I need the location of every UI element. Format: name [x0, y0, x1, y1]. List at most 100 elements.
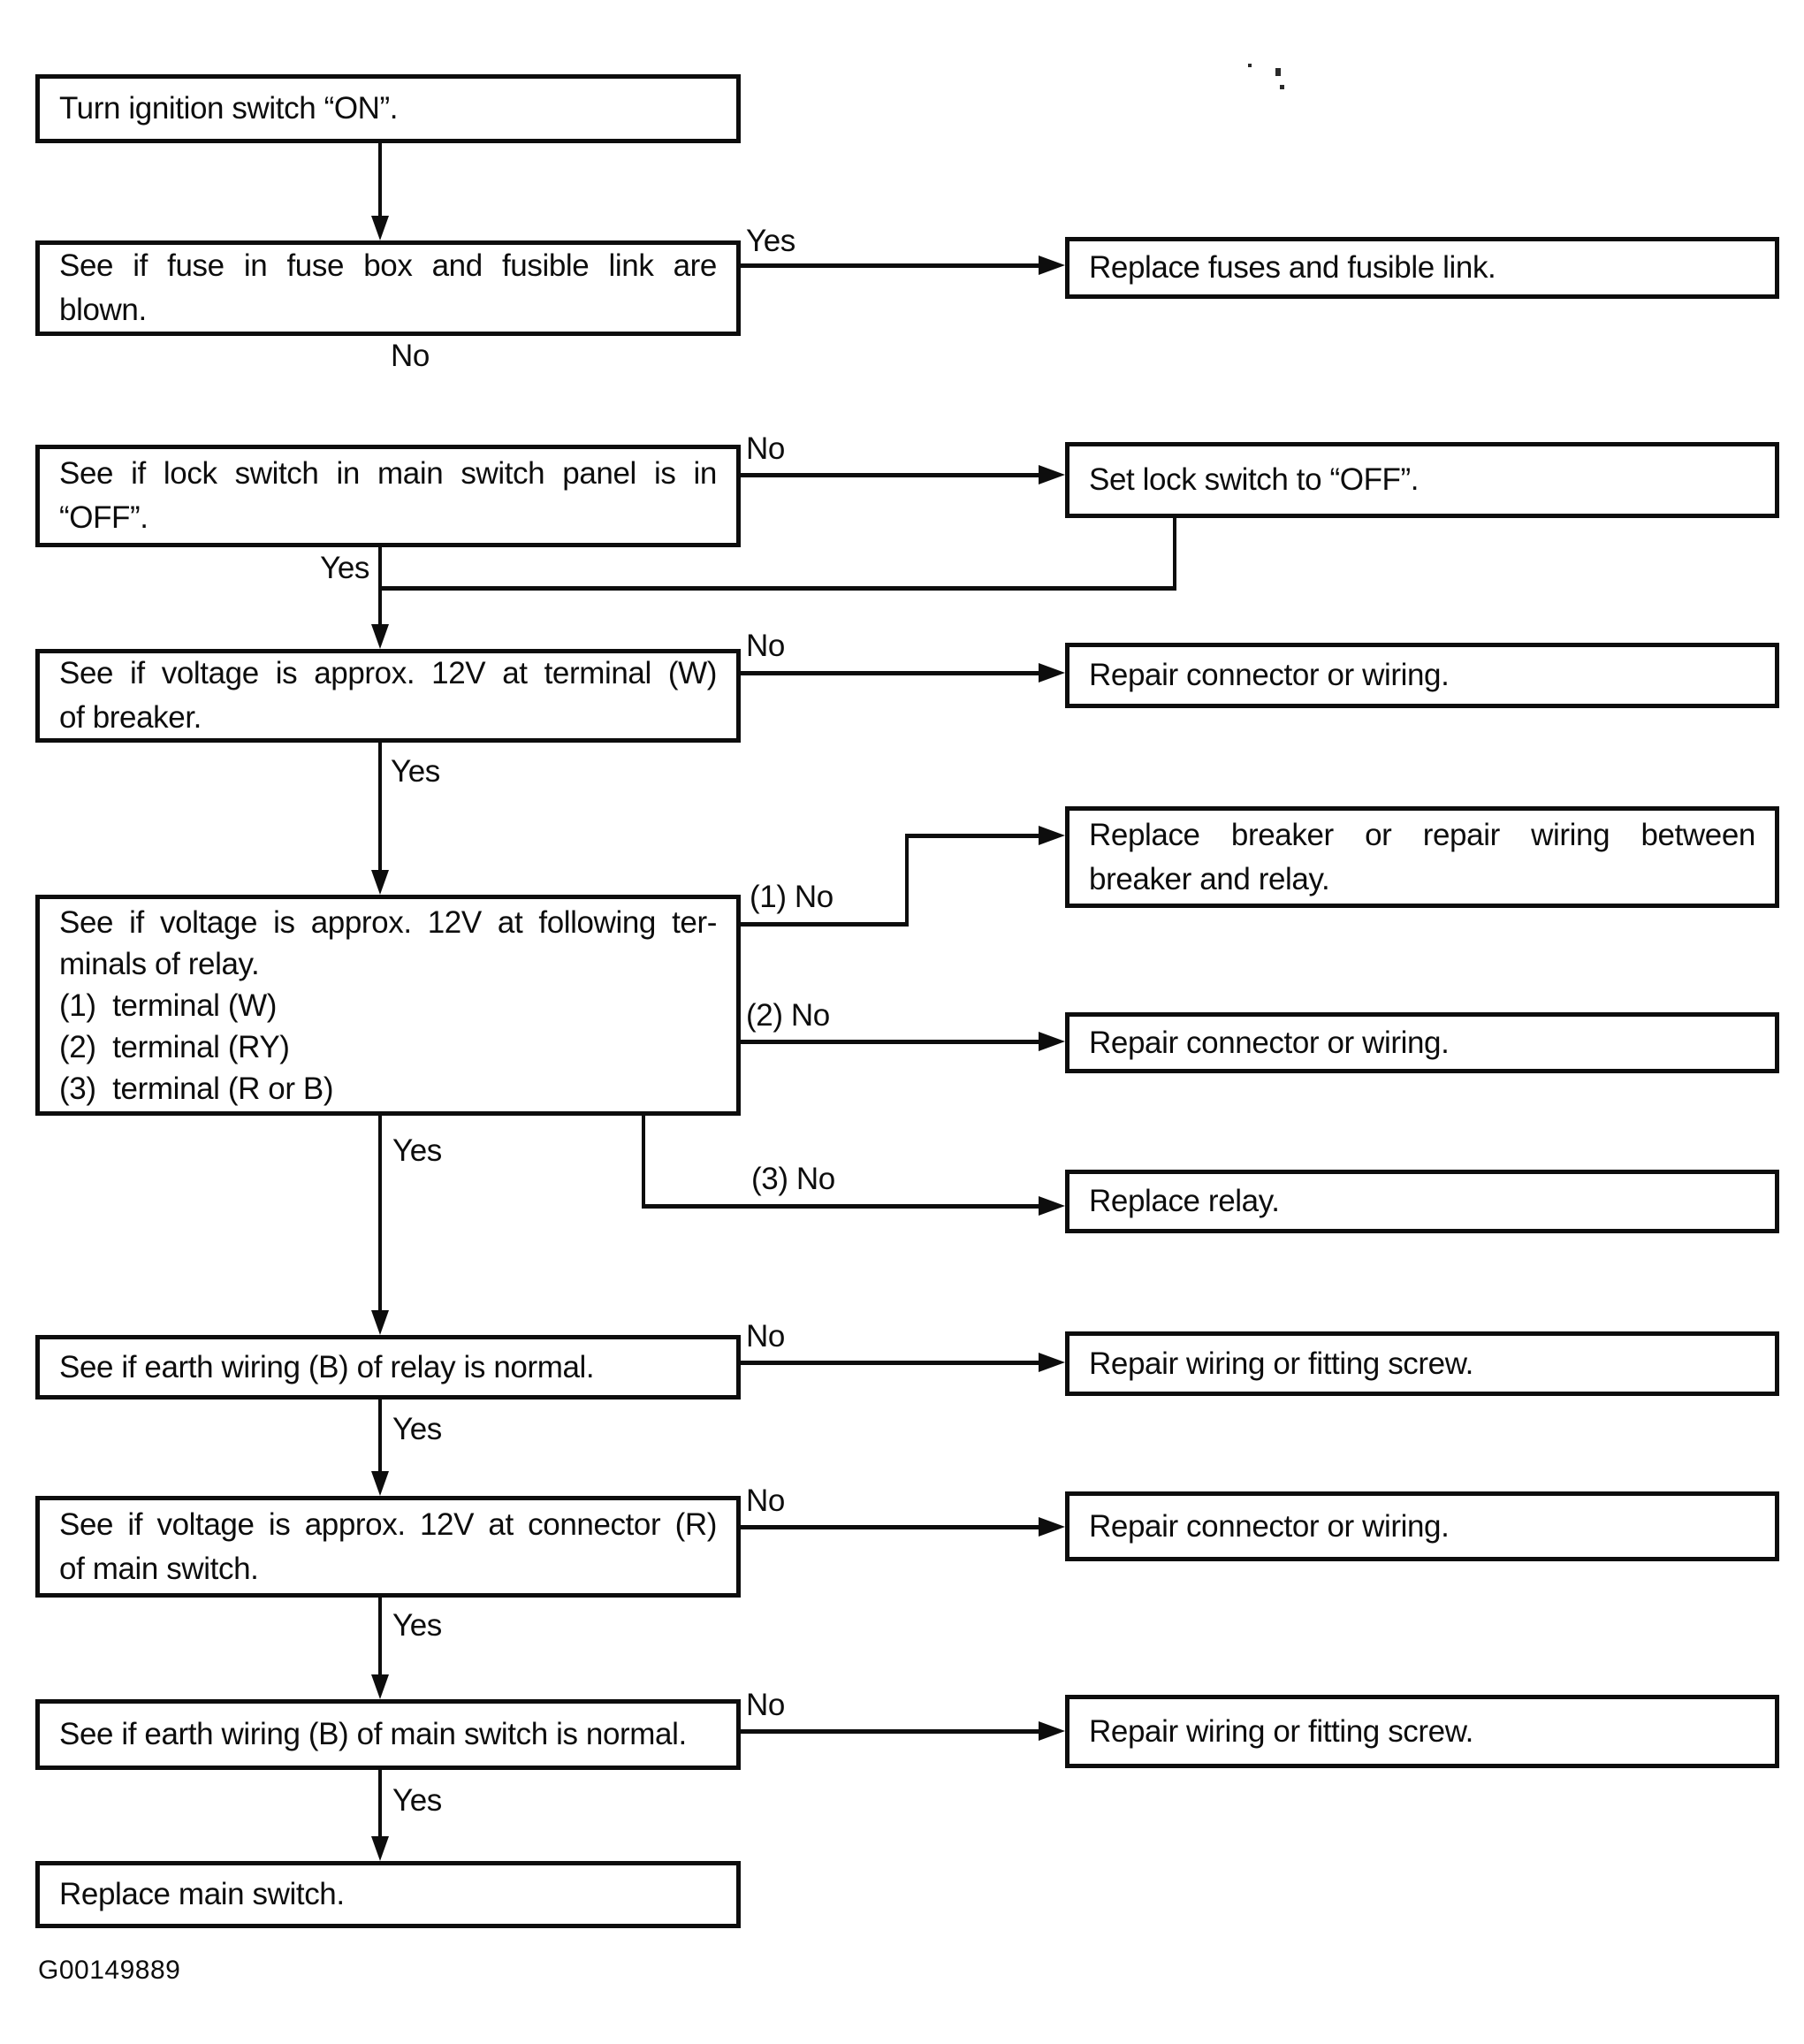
edge-lock-no-arrowhead	[1039, 465, 1065, 484]
edge-label-yes-earth-main: Yes	[392, 1783, 442, 1818]
flow-box-text: Repair connector or wiring.	[1089, 658, 1450, 692]
flow-box-repair-wiring-or-fitting-screw-1: Repair wiring or fitting screw.	[1065, 1331, 1779, 1396]
flow-box-text: (2) terminal (RY)	[59, 1029, 290, 1064]
flow-box-text: Turn ignition switch “ON”.	[59, 91, 399, 126]
edge-label-no-breaker: No	[746, 629, 785, 663]
flow-box-check-voltage-breaker-w: See if voltage is approx. 12V at termina…	[35, 649, 741, 743]
flow-box-text: See if voltage is approx. 12V at connect…	[59, 1506, 717, 1542]
edge-connector-main-no-arrowhead	[1039, 1517, 1065, 1537]
scan-artifact-dot	[1280, 85, 1284, 89]
edge-label-yes-relay-terminals: Yes	[392, 1133, 442, 1168]
connector-relay-terminals-yes-line	[378, 1116, 382, 1314]
edge-label-yes-fuse: Yes	[746, 224, 795, 258]
edge-label-yes-connector-main: Yes	[392, 1608, 442, 1643]
edge-breaker-no-arrowhead	[1039, 663, 1065, 683]
edge-label-yes-breaker: Yes	[391, 754, 440, 789]
flow-box-set-lock-switch-off: Set lock switch to “OFF”.	[1065, 442, 1779, 518]
flow-box-text: Repair wiring or fitting screw.	[1089, 1346, 1473, 1381]
flow-box-text: See if fuse in fuse box and fusible link…	[59, 248, 717, 283]
flow-box-replace-fuses-fusible-link: Replace fuses and fusible link.	[1065, 237, 1779, 299]
flow-box-text: Replace main switch.	[59, 1877, 345, 1911]
edge-terminal1-no-arrowhead	[1039, 826, 1065, 845]
flow-box-text: minals of relay.	[59, 946, 260, 981]
edge-earth-relay-no-arrowhead	[1039, 1353, 1065, 1372]
edge-label-no-lock: No	[746, 431, 785, 466]
edge-earth-main-no-line	[741, 1729, 1040, 1734]
flow-box-text: See if lock switch in main switch panel …	[59, 456, 717, 491]
edge-terminal2-no-line	[741, 1040, 1040, 1044]
edge-terminal1-no-riser-line	[905, 834, 909, 927]
flow-box-text: See if earth wiring (B) of relay is norm…	[59, 1349, 595, 1384]
flow-box-text: See if earth wiring (B) of main switch i…	[59, 1717, 687, 1751]
edge-terminal2-no-arrowhead	[1039, 1032, 1065, 1051]
flow-box-text: Replace fuses and fusible link.	[1089, 250, 1496, 285]
edge-label-no-earth-relay: No	[746, 1319, 785, 1354]
edge-label-no-terminal-1: (1) No	[750, 880, 833, 914]
flow-box-text: “OFF”.	[59, 500, 148, 535]
flow-box-text: Replace breaker or repair wiring between	[1089, 817, 1755, 852]
connector-earth-relay-yes-arrowhead	[371, 1471, 389, 1496]
flow-box-text: Repair connector or wiring.	[1089, 1508, 1450, 1544]
flow-box-check-voltage-main-switch-r: See if voltage is approx. 12V at connect…	[35, 1496, 741, 1598]
edge-terminal3-no-drop-line	[642, 1116, 645, 1209]
figure-id-label: G00149889	[38, 1956, 181, 1985]
flow-box-text: (1) terminal (W)	[59, 988, 277, 1023]
connector-earth-main-yes-arrowhead	[371, 1836, 389, 1861]
flow-box-replace-main-switch: Replace main switch.	[35, 1861, 741, 1928]
scan-artifact-dot	[1248, 64, 1252, 67]
edge-label-no-earth-main: No	[746, 1688, 785, 1722]
edge-label-no-terminal-3: (3) No	[751, 1162, 835, 1196]
flow-box-replace-relay: Replace relay.	[1065, 1170, 1779, 1233]
flow-box-text: blown.	[59, 293, 147, 327]
edge-fuse-yes-arrowhead	[1039, 256, 1065, 275]
connector-ignition-to-fuse-line	[378, 141, 382, 219]
flow-box-text: breaker and relay.	[1089, 861, 1330, 896]
edge-earth-relay-no-line	[741, 1361, 1040, 1365]
edge-lock-no-line	[741, 473, 1040, 477]
edge-earth-main-no-arrowhead	[1039, 1721, 1065, 1741]
connector-earth-relay-yes-line	[378, 1400, 382, 1475]
flow-box-text: of main switch.	[59, 1551, 259, 1586]
connector-relay-terminals-yes-arrowhead	[371, 1310, 389, 1335]
flow-box-repair-connector-or-wiring-1: Repair connector or wiring.	[1065, 643, 1779, 708]
flow-box-text: Replace relay.	[1089, 1184, 1280, 1218]
connector-main-switch-yes-line	[378, 1598, 382, 1678]
flow-box-text: See if voltage is approx. 12V at termina…	[59, 656, 717, 690]
edge-terminal1-no-stub-line	[741, 922, 909, 927]
flow-box-text: See if voltage is approx. 12V at followi…	[59, 904, 717, 940]
flow-box-check-voltage-relay-terminals: See if voltage is approx. 12V at followi…	[35, 895, 741, 1116]
flow-box-repair-connector-or-wiring-3: Repair connector or wiring.	[1065, 1491, 1779, 1561]
edge-breaker-no-line	[741, 671, 1040, 675]
edge-connector-main-no-line	[741, 1525, 1040, 1529]
flow-box-text: Set lock switch to “OFF”.	[1089, 462, 1420, 497]
edge-label-no-connector-main: No	[746, 1483, 785, 1518]
edge-label-yes-lock: Yes	[320, 551, 369, 585]
flow-box-text: Repair connector or wiring.	[1089, 1025, 1450, 1060]
flow-box-check-earth-wiring-relay: See if earth wiring (B) of relay is norm…	[35, 1335, 741, 1400]
flow-box-check-earth-wiring-main-switch: See if earth wiring (B) of main switch i…	[35, 1699, 741, 1770]
edge-label-no-terminal-2: (2) No	[746, 998, 830, 1033]
flow-box-text: (3) terminal (R or B)	[59, 1071, 334, 1106]
connector-breaker-yes-arrowhead	[371, 870, 389, 895]
flow-box-text: of breaker.	[59, 700, 202, 735]
flow-box-check-lock-switch-off: See if lock switch in main switch panel …	[35, 445, 741, 547]
edge-fuse-yes-line	[741, 263, 1040, 268]
flow-box-repair-connector-or-wiring-2: Repair connector or wiring.	[1065, 1012, 1779, 1073]
feedback-set-lock-drop-line	[1173, 518, 1176, 590]
connector-lock-yes-arrowhead	[371, 624, 389, 649]
flow-box-text: Repair wiring or fitting screw.	[1089, 1713, 1473, 1749]
connector-main-switch-yes-arrowhead	[371, 1674, 389, 1699]
flow-box-turn-ignition-on: Turn ignition switch “ON”.	[35, 74, 741, 143]
flow-box-replace-breaker-or-repair-wiring: Replace breaker or repair wiring between…	[1065, 806, 1779, 908]
edge-label-yes-earth-relay: Yes	[392, 1412, 442, 1446]
connector-breaker-yes-line	[378, 743, 382, 873]
scan-artifact-dot	[1275, 68, 1281, 76]
flow-box-repair-wiring-or-fitting-screw-2: Repair wiring or fitting screw.	[1065, 1695, 1779, 1768]
edge-terminal3-no-arrowhead	[1039, 1196, 1065, 1216]
edge-terminal1-no-line	[905, 834, 1040, 838]
flow-box-check-fuse-fusible-link: See if fuse in fuse box and fusible link…	[35, 240, 741, 336]
edge-terminal3-no-line	[642, 1204, 1040, 1209]
connector-ignition-to-fuse-arrowhead	[371, 216, 389, 240]
connector-earth-main-yes-line	[378, 1770, 382, 1840]
